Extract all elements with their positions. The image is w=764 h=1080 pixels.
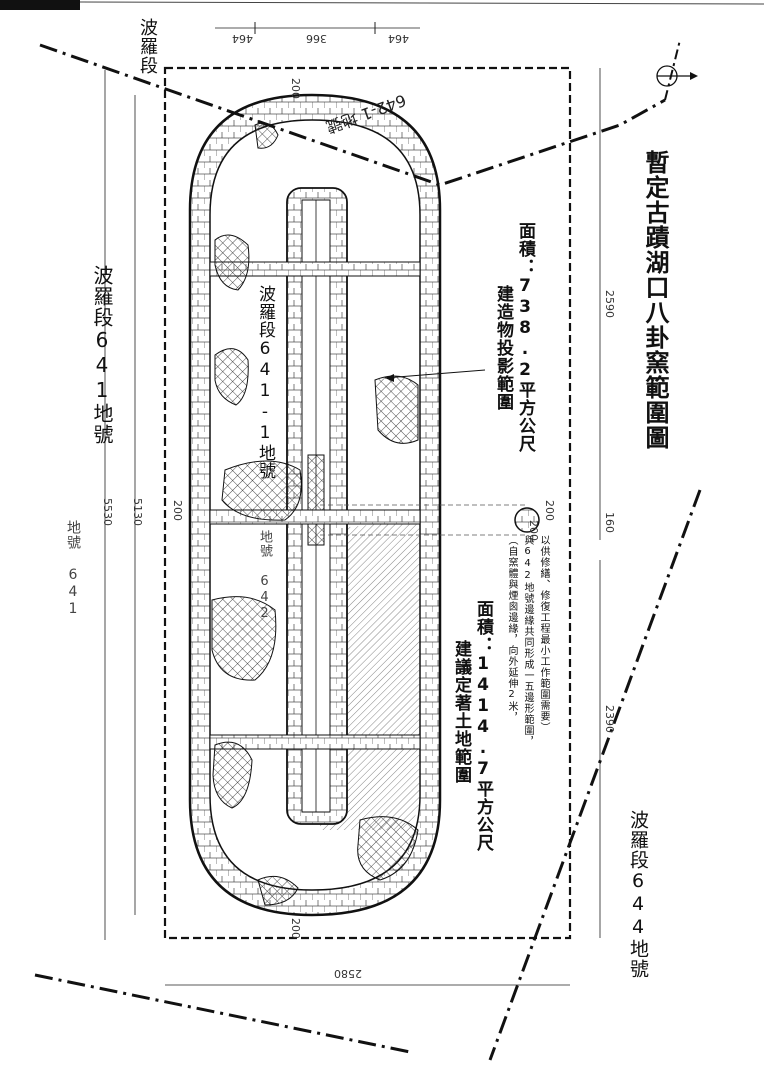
dim-464-right: 464	[388, 32, 409, 45]
flue-cross-hatch	[307, 454, 325, 546]
parcel-boluo-label: 波羅段	[137, 18, 158, 75]
cross-wall-lower	[209, 734, 421, 750]
parcel-boundary-644	[488, 489, 702, 1061]
scan-corner-mark	[0, 0, 80, 10]
leader-arrowhead	[385, 374, 394, 382]
cross-wall-upper	[209, 261, 421, 277]
scan-edge	[79, 1, 764, 5]
dim-160: 160	[603, 512, 616, 533]
dim-2390: 2390	[603, 705, 616, 733]
proposed-land-area: 面積：1414.7平方公尺	[473, 600, 493, 852]
damage-patch	[374, 375, 419, 444]
dim-2590: 2590	[603, 290, 616, 318]
damage-patch	[214, 234, 250, 291]
map-title: 暫定古蹟湖口八卦窯範圍圖	[641, 150, 669, 450]
damage-patch	[257, 875, 299, 906]
dim-200-left: 200	[171, 500, 184, 521]
parcel-644-label: 波羅段644地號	[627, 810, 649, 979]
dim-464-left: 464	[232, 32, 253, 45]
building-footprint-area: 面積：738.2平方公尺	[515, 222, 535, 453]
dim-2580: 2580	[334, 967, 362, 980]
parcel-642-label: 地號 642	[257, 530, 272, 622]
damage-patch	[221, 460, 302, 521]
parcel-641-1-label: 波羅段641-1地號	[255, 285, 275, 480]
north-arrow-head	[690, 72, 698, 80]
proposed-land-note-3: 以供修繕、修復工程最小工作範圍需要）	[538, 535, 549, 733]
dim-200-top: 200	[289, 78, 302, 99]
dim-200-right: 200	[543, 500, 556, 521]
damage-patch	[212, 741, 253, 809]
damage-patch	[211, 596, 277, 681]
dim-5130: 5130	[131, 498, 144, 526]
dim-5530: 5530	[101, 498, 114, 526]
proposed-land-note-2: 與642地號邊緣共同形成一五邊形範圍，	[522, 535, 533, 747]
chimney-circle	[514, 507, 540, 533]
parcel-641-label: 地號 641	[65, 520, 81, 618]
dim-366: 366	[306, 32, 327, 45]
parcel-boundary-right	[664, 39, 681, 101]
proposed-land-boundary	[163, 66, 572, 940]
damage-patch	[357, 816, 419, 881]
proposed-land-label: 建議定著土地範圍	[451, 640, 471, 784]
proposed-land-note-1: （自窯體與煙囪邊緣，向外延伸2米，	[506, 535, 517, 723]
parcel-641-section-label: 波羅段641地號	[90, 265, 114, 445]
parcel-boundary-642-1	[39, 43, 666, 187]
damage-patch	[214, 348, 249, 406]
parcel-boundary-lower	[34, 973, 411, 1054]
dim-200-bottom: 200	[289, 918, 302, 939]
building-footprint-label: 建造物投影範圍	[493, 285, 513, 411]
dim-200-chimney: 200	[527, 520, 540, 541]
leader-line	[384, 369, 486, 379]
